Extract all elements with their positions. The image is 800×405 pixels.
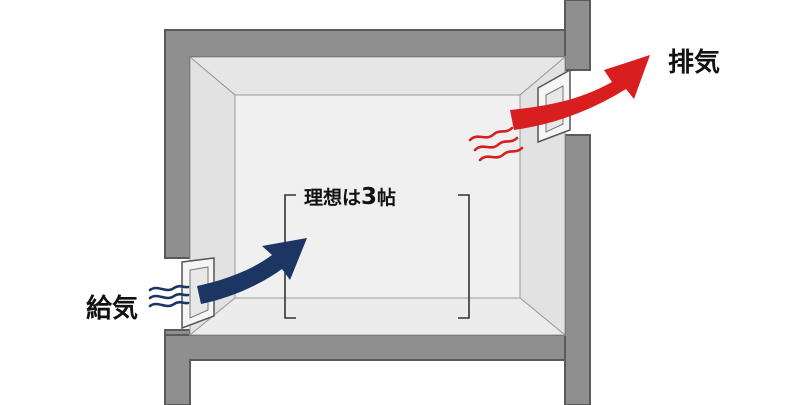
room-bottom-face — [188, 297, 567, 336]
ideal-size-prefix: 理想は — [304, 187, 362, 209]
ideal-size-unit: 帖 — [377, 187, 397, 209]
wall-right-lower — [564, 134, 591, 405]
bracket-top-right — [458, 194, 470, 319]
room-ceiling-face — [188, 56, 567, 96]
supply-label: 給気 — [86, 294, 139, 324]
exhaust-airflow-lines — [468, 126, 524, 162]
exhaust-arrow-icon — [510, 55, 650, 130]
wall-bottom — [164, 334, 566, 405]
supply-airflow-lines — [148, 284, 190, 308]
ideal-size-label: 理想は3帖 — [298, 184, 403, 210]
ideal-size-number: 3 — [361, 184, 378, 210]
supply-arrow-icon — [197, 238, 307, 304]
exhaust-label: 排気 — [668, 48, 721, 78]
wall-right-upper — [564, 0, 591, 71]
building-walls — [164, 0, 591, 405]
